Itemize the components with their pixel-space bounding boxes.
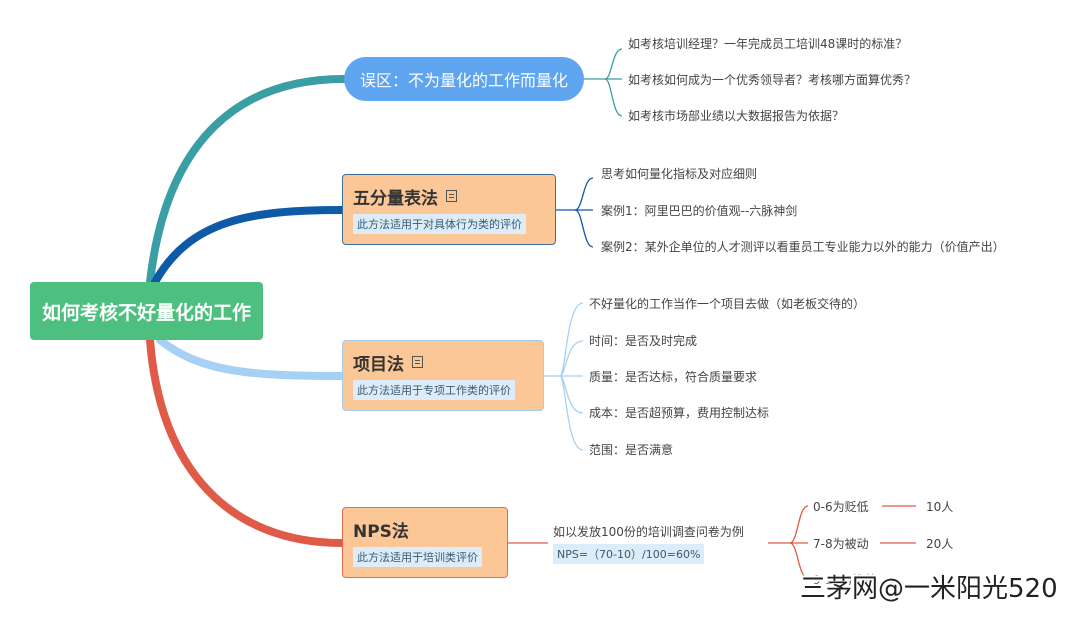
- nps-group-detractor[interactable]: 0-6为贬低: [813, 500, 869, 514]
- branch-misconception-label: 误区：不为量化的工作而量化: [359, 71, 568, 90]
- leaf-3-3[interactable]: 质量：是否达标，符合质量要求: [589, 370, 758, 384]
- watermark: 三茅网@一米阳光520: [800, 574, 1058, 604]
- leaf-4-1[interactable]: 如以发放100份的培训调查问卷为例: [553, 525, 744, 539]
- branch-nps-method[interactable]: NPS法 此方法适用于培训类评价: [342, 507, 508, 578]
- leaf-2-3[interactable]: 案例2：某外企单位的人才测评以看重员工专业能力以外的能力（价值产出）: [601, 240, 1005, 254]
- leaf-1-1[interactable]: 如考核培训经理？一年完成员工培训48课时的标准？: [628, 37, 908, 51]
- leaf-3-5[interactable]: 范围：是否满意: [589, 443, 674, 457]
- branch-five-point-scale-note: 此方法适用于对具体行为类的评价: [353, 214, 526, 234]
- leaf-2-1[interactable]: 思考如何量化指标及对应细则: [601, 167, 758, 181]
- branch-project-method-note: 此方法适用于专项工作类的评价: [353, 380, 515, 400]
- branch-five-point-scale-label: 五分量表法: [353, 188, 438, 209]
- note-icon[interactable]: [412, 356, 423, 368]
- branch-project-method[interactable]: 项目法 此方法适用于专项工作类的评价: [342, 340, 544, 411]
- branch-five-point-scale[interactable]: 五分量表法 此方法适用于对具体行为类的评价: [342, 174, 556, 245]
- leaf-3-4[interactable]: 成本：是否超预算，费用控制达标: [589, 406, 770, 420]
- edge-root-b1: [146, 75, 348, 286]
- edge-root-b2: [151, 206, 346, 286]
- nps-group-promoter[interactable]: 9-10为推荐: [813, 573, 877, 587]
- edge-root-b3: [156, 336, 346, 380]
- leaf-3-2[interactable]: 时间：是否及时完成: [589, 334, 698, 348]
- leaf-2-2[interactable]: 案例1：阿里巴巴的价值观--六脉神剑: [601, 204, 798, 218]
- branch-nps-method-label: NPS法: [353, 521, 409, 542]
- branch-nps-method-note: 此方法适用于培训类评价: [353, 547, 482, 567]
- leaf-1-2[interactable]: 如考核如何成为一个优秀领导者？考核哪方面算优秀？: [628, 73, 917, 87]
- branch-misconception[interactable]: 误区：不为量化的工作而量化: [344, 57, 584, 101]
- root-topic[interactable]: 如何考核不好量化的工作: [30, 282, 263, 340]
- root-topic-label: 如何考核不好量化的工作: [41, 301, 251, 324]
- branch-project-method-label: 项目法: [353, 354, 404, 375]
- note-icon[interactable]: [446, 190, 457, 202]
- nps-group-passive[interactable]: 7-8为被动: [813, 537, 869, 551]
- nps-formula-note: NPS=（70-10）/100=60%: [553, 544, 705, 564]
- nps-group-detractor-count[interactable]: 10人: [926, 500, 954, 514]
- leaf-3-1[interactable]: 不好量化的工作当作一个项目去做（如老板交待的）: [589, 297, 866, 311]
- leaf-1-3[interactable]: 如考核市场部业绩以大数据报告为依据？: [628, 109, 845, 123]
- nps-group-passive-count[interactable]: 20人: [926, 537, 954, 551]
- edge-root-b4: [146, 336, 346, 547]
